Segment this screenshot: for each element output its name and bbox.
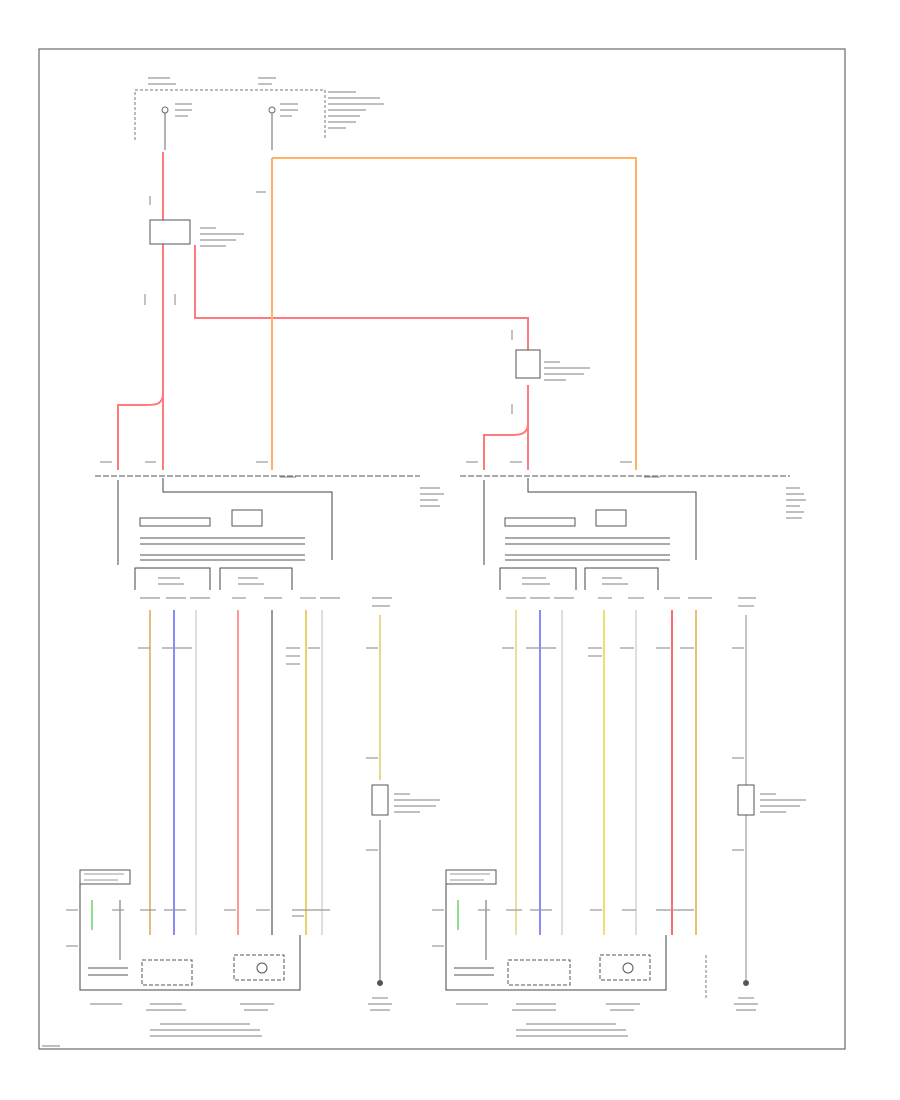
inline-connector-left (371, 784, 389, 816)
ground-icon (377, 980, 383, 986)
fuse-icon (161, 106, 169, 114)
ground-icon (743, 980, 749, 986)
left-pin-labels (138, 597, 392, 851)
right-defogger-assembly (432, 869, 694, 1037)
power-feed-section (117, 77, 637, 470)
right-module (460, 461, 806, 590)
fuse-labels (148, 77, 384, 129)
inline-connector-right (737, 784, 755, 816)
wire-red-right-branch (483, 424, 529, 470)
left-wire-bundle (149, 610, 381, 980)
inline-connector-left-label (394, 793, 440, 813)
right-wire-bundle (515, 610, 747, 980)
wire-orange-cross (272, 157, 637, 470)
connector-right-top (515, 349, 541, 379)
fuse-icon (268, 106, 276, 114)
connector-labels (144, 191, 590, 414)
fuse-box-outline (134, 89, 326, 140)
wire-red-branch (117, 394, 164, 470)
left-defogger-assembly (66, 869, 330, 1037)
wire-red-cross (194, 245, 529, 350)
diagram-frame (38, 48, 846, 1050)
right-pin-labels (502, 597, 756, 851)
left-module (95, 461, 444, 590)
connector-left-top (149, 219, 191, 245)
inline-connector-right-label (760, 793, 806, 813)
